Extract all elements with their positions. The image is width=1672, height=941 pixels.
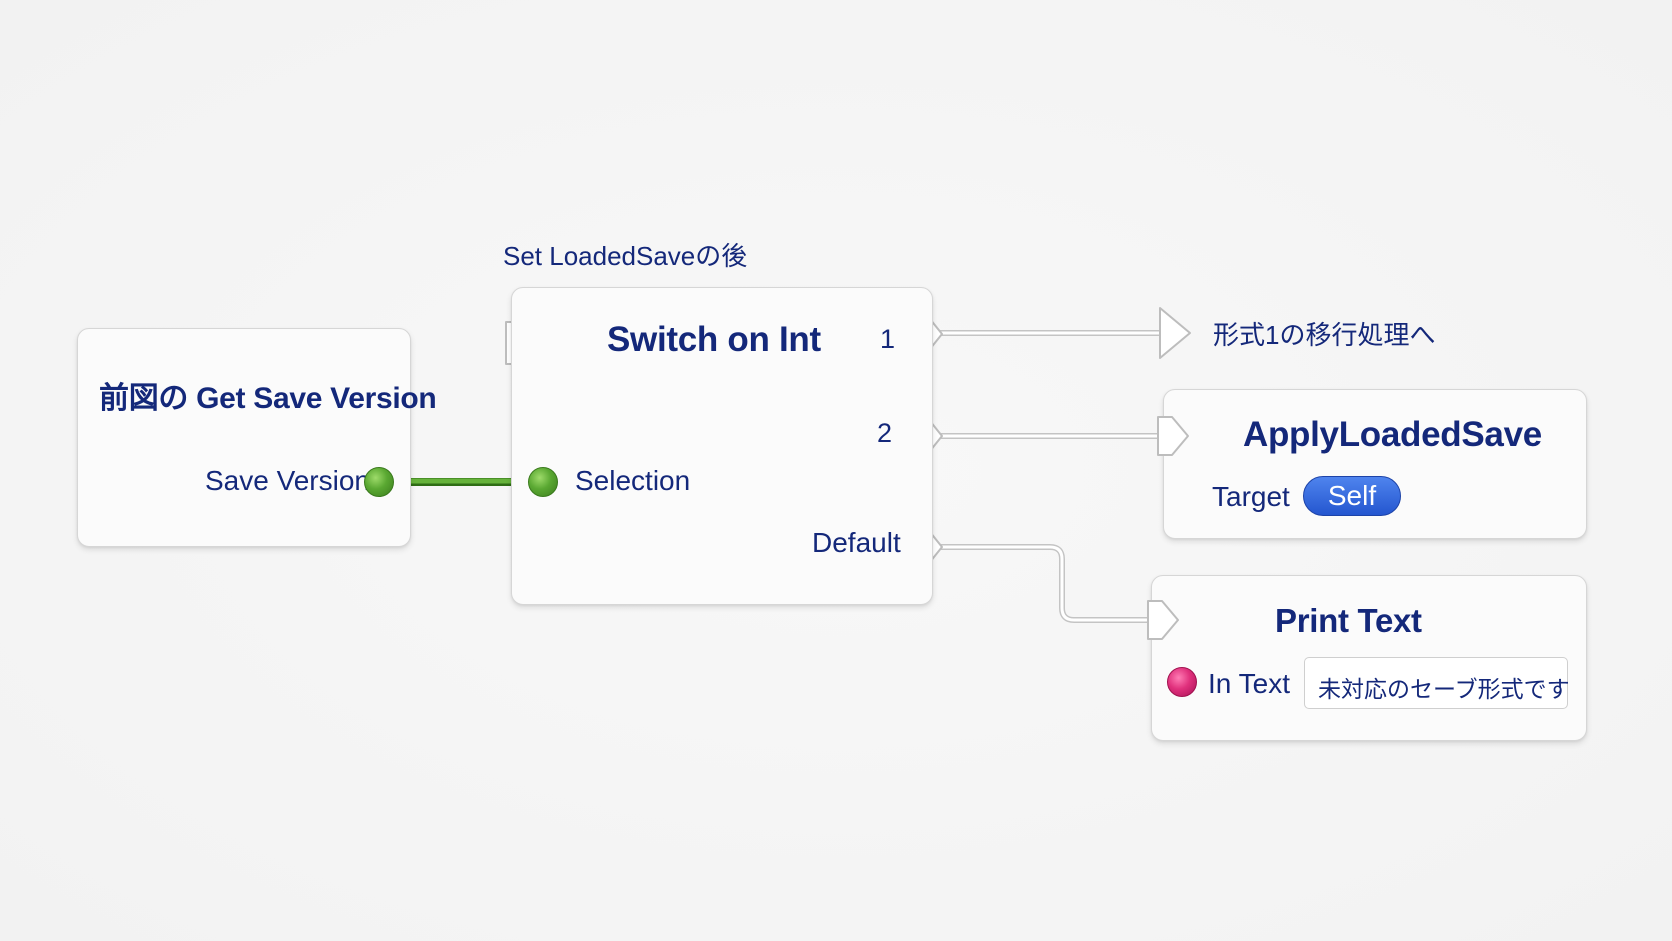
switch-output-default-label: Default: [812, 527, 901, 558]
in-text-value: 未対応のセーブ形式です: [1318, 676, 1570, 702]
switch-output-1-label: 1: [880, 324, 896, 354]
print-text-title: Print Text: [1275, 602, 1422, 639]
migration-label: 形式1の移行処理へ: [1213, 320, 1436, 350]
exec-wire-default: [937, 544, 1153, 623]
switch-on-int-title: Switch on Int: [607, 320, 821, 359]
switch-output-2-label: 2: [877, 418, 893, 448]
apply-loaded-save-title: ApplyLoadedSave: [1243, 415, 1542, 454]
comment-label: Set LoadedSaveの後: [503, 241, 748, 271]
switch-on-int-node[interactable]: [511, 287, 933, 605]
save-version-pin-label: Save Version: [205, 465, 370, 496]
in-text-pin-label: In Text: [1208, 668, 1290, 699]
selection-input-pin[interactable]: [528, 467, 558, 497]
target-pin-label: Target: [1212, 481, 1290, 512]
target-self-pill[interactable]: Self: [1303, 476, 1401, 516]
migration-arrow-icon: [1159, 307, 1191, 359]
get-save-version-title: 前図の Get Save Version: [99, 382, 437, 415]
in-text-input-pin[interactable]: [1167, 667, 1197, 697]
get-save-version-node[interactable]: [77, 328, 411, 547]
in-text-value-field[interactable]: 未対応のセーブ形式です: [1304, 657, 1570, 709]
apply-loaded-save-node[interactable]: [1163, 389, 1587, 539]
selection-pin-label: Selection: [575, 465, 691, 496]
save-version-output-pin[interactable]: [364, 467, 394, 497]
